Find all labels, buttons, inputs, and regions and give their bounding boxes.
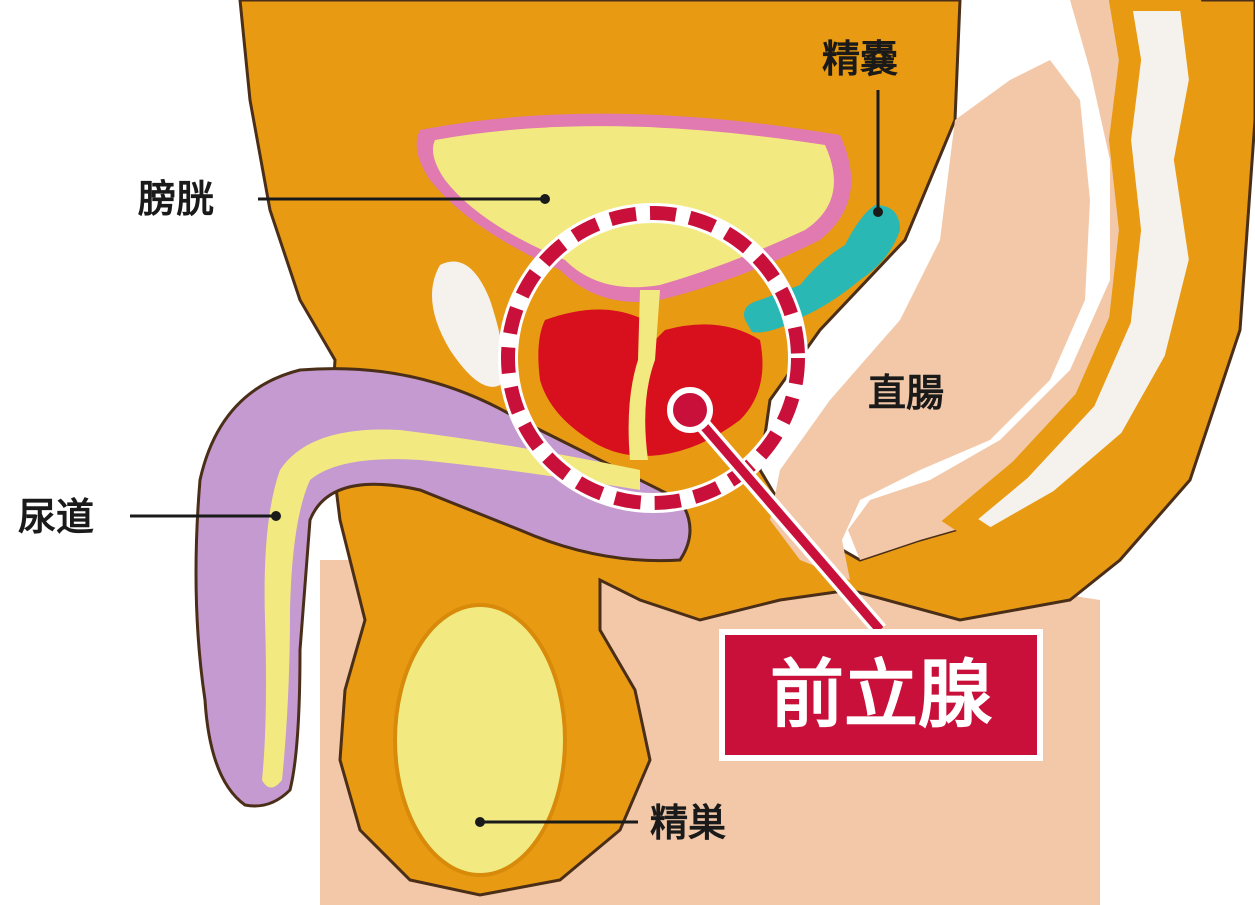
urethra-label: 尿道 bbox=[18, 495, 94, 539]
prostate-callout-dot bbox=[670, 390, 710, 430]
prostate-label: 前立腺 bbox=[770, 652, 993, 738]
testis bbox=[395, 605, 565, 875]
seminal-vesicle-leader-dot bbox=[873, 207, 883, 217]
urethra-leader-dot bbox=[271, 511, 281, 521]
seminal-vesicle-label: 精嚢 bbox=[822, 37, 898, 81]
testis-label: 精巣 bbox=[650, 801, 726, 845]
rectum-label: 直腸 bbox=[868, 371, 944, 415]
bladder-leader-dot bbox=[540, 194, 550, 204]
testis-leader-dot bbox=[475, 817, 485, 827]
bladder-label: 膀胱 bbox=[138, 177, 214, 221]
